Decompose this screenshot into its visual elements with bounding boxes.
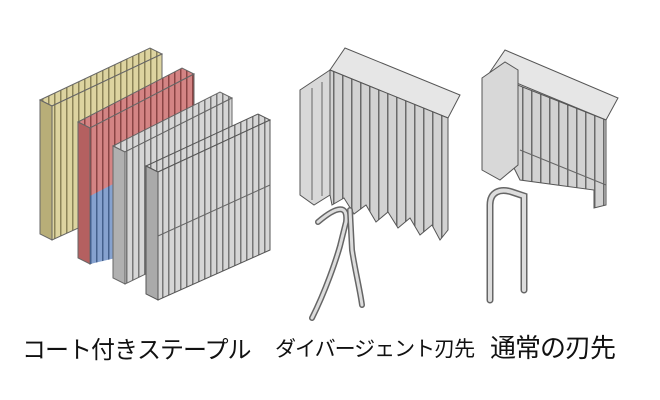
coated-staple-label: コート付きステープル <box>22 336 252 364</box>
divergent-point-staple <box>299 47 461 321</box>
plain-staple-front <box>144 113 272 301</box>
normal-point-label: 通常の刃先 <box>490 334 616 364</box>
normal-point-staple <box>481 49 619 304</box>
divergent-point-label: ダイバージェント刃先 <box>275 337 475 361</box>
